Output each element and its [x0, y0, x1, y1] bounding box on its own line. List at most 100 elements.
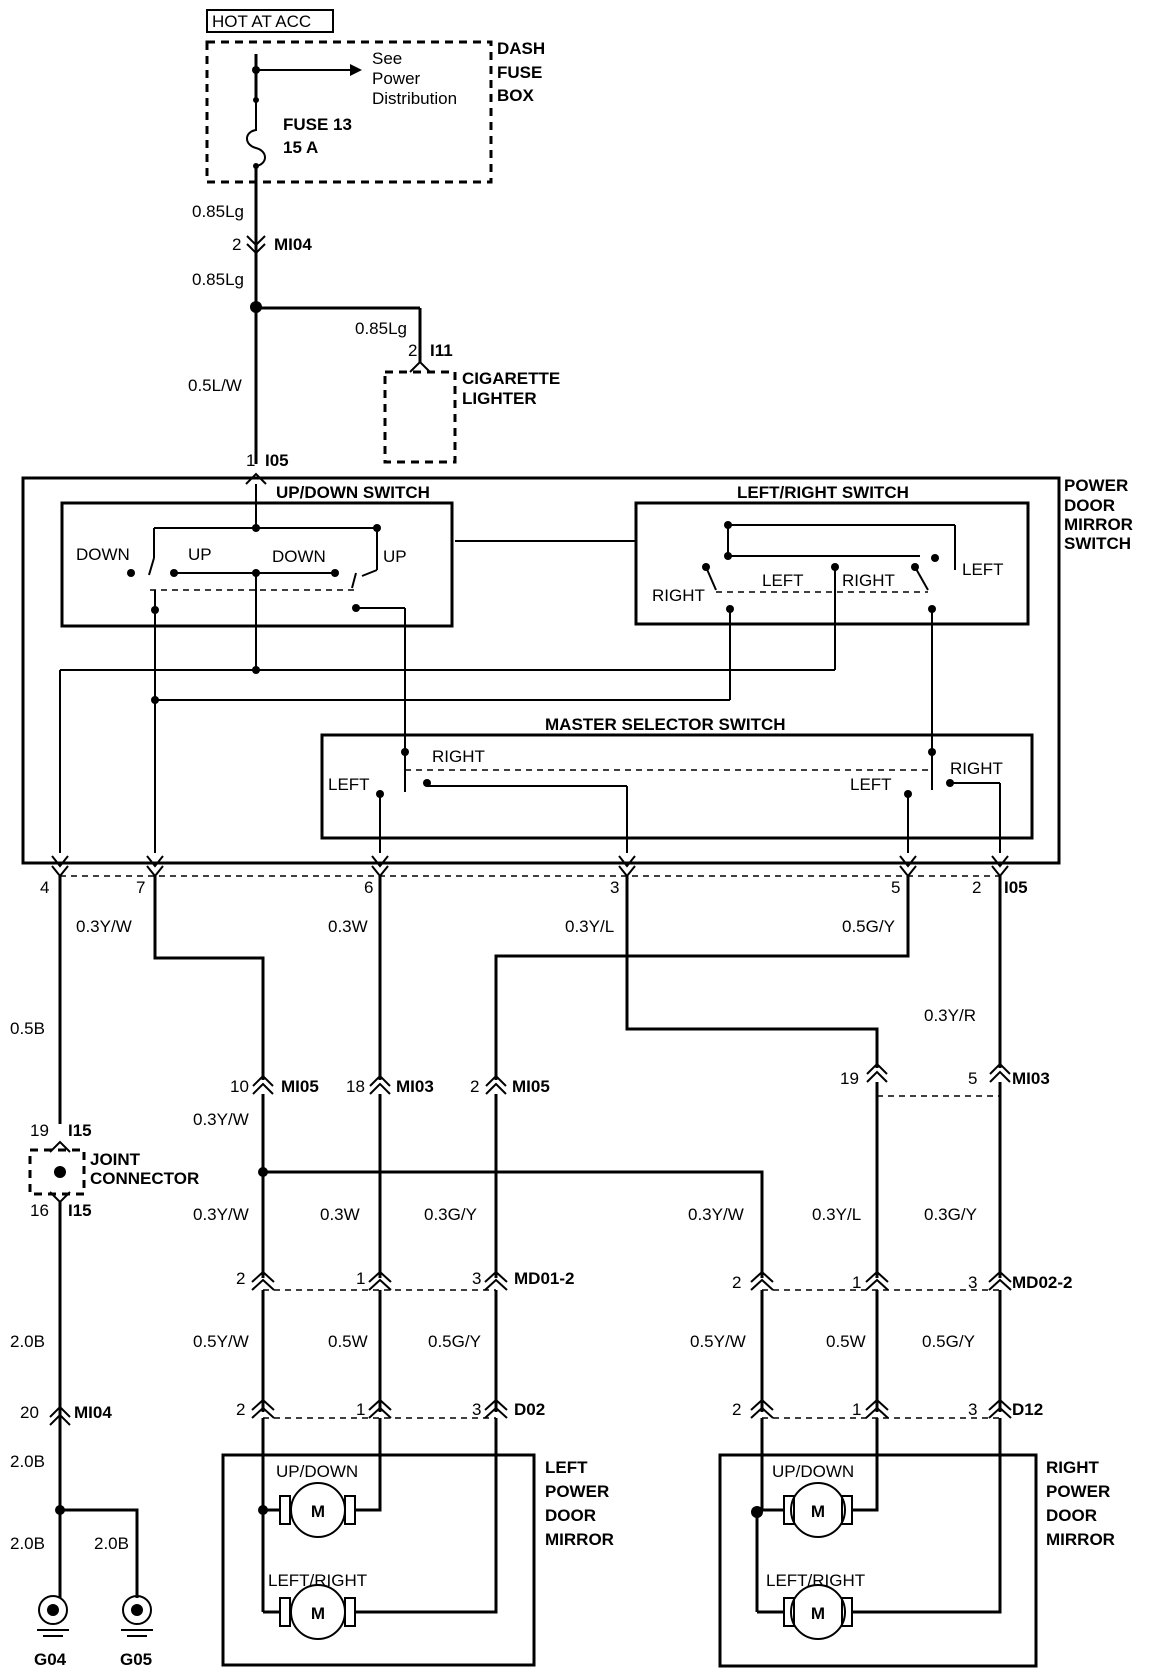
pin-label: 3: [472, 1269, 481, 1288]
pin-label: 3: [472, 1400, 481, 1419]
pin-label: 7: [136, 878, 145, 897]
pin-label: 2: [470, 1077, 479, 1096]
connector-label: I15: [68, 1121, 92, 1140]
right-label: RIGHT: [652, 586, 705, 605]
left-right-motor-label: LEFT/RIGHT: [268, 1571, 367, 1590]
box-label: BOX: [497, 86, 535, 105]
wire-label: 0.5Y/W: [690, 1332, 746, 1351]
motor-label: M: [811, 1502, 825, 1521]
wire-label: 0.3W: [320, 1205, 360, 1224]
connector-label: MD01-2: [514, 1269, 574, 1288]
wire-label: 0.5G/Y: [922, 1332, 975, 1351]
wire-label: 0.3Y/W: [76, 917, 132, 936]
connector-label: MI05: [281, 1077, 319, 1096]
pin-label: 2: [732, 1400, 741, 1419]
down-label: DOWN: [76, 545, 130, 564]
up-label: UP: [383, 547, 407, 566]
pin-label: 16: [30, 1201, 49, 1220]
right-mirror-label: MIRROR: [1046, 1530, 1115, 1549]
distribution-label: Distribution: [372, 89, 457, 108]
wire-label: 2.0B: [10, 1332, 45, 1351]
joint-connector: [28, 1148, 86, 1196]
wire-label: 0.5W: [328, 1332, 368, 1351]
left-right-motor-right-icon: M: [783, 1584, 853, 1640]
dash-label: DASH: [497, 39, 545, 58]
motor-label: M: [811, 1604, 825, 1623]
left-mirror-label: DOOR: [545, 1506, 596, 1525]
wire-label: 0.3G/Y: [924, 1205, 977, 1224]
up-down-switch-label: UP/DOWN SWITCH: [276, 483, 430, 502]
fuse-symbol: [246, 100, 266, 167]
power-door-mirror-switch: [21, 476, 1061, 865]
connector-mi04-lower: [49, 1405, 71, 1426]
switch-label: MIRROR: [1064, 515, 1133, 534]
pin-label: 3: [968, 1400, 977, 1419]
connector-label: MI04: [74, 1403, 112, 1422]
ground-label: G04: [34, 1650, 67, 1669]
left-right-switch-label: LEFT/RIGHT SWITCH: [737, 483, 909, 502]
wire-label: 0.5L/W: [188, 376, 242, 395]
master-selector-switch: [320, 733, 1034, 840]
wire-label: 0.3Y/L: [565, 917, 614, 936]
wire-label: 0.85Lg: [192, 270, 244, 289]
ground-g05-icon: [121, 1595, 153, 1637]
fuse-amps: 15 A: [283, 138, 318, 157]
pin-label: 2: [236, 1400, 245, 1419]
pin-label: 1: [356, 1269, 365, 1288]
connector-label: MD02-2: [1012, 1273, 1072, 1292]
wire-label: 0.5Y/W: [193, 1332, 249, 1351]
left-label: LEFT: [762, 571, 804, 590]
see-label: See: [372, 49, 402, 68]
right-mirror-label: POWER: [1046, 1482, 1110, 1501]
wire-label: 0.3Y/W: [688, 1205, 744, 1224]
wire-label: 0.3W: [328, 917, 368, 936]
right-mirror-label: RIGHT: [1046, 1458, 1100, 1477]
pin-label: 3: [610, 878, 619, 897]
pin-label: 1: [852, 1400, 861, 1419]
wire-label: 0.3Y/L: [812, 1205, 861, 1224]
wire-label: 2.0B: [10, 1534, 45, 1553]
connector-mi04: [246, 235, 266, 255]
connector-label: MI05: [512, 1077, 550, 1096]
cigarette-lighter-label: CIGARETTE: [462, 369, 560, 388]
connector-label: MI04: [274, 235, 312, 254]
dash-fuse-box: [205, 40, 493, 184]
connector-label: MI03: [396, 1077, 434, 1096]
left-right-motor-left-icon: M: [279, 1584, 356, 1640]
right-label: RIGHT: [842, 571, 895, 590]
joint-connector-label: CONNECTOR: [90, 1169, 199, 1188]
pin-label: 2: [408, 341, 417, 360]
cigarette-lighter-label: LIGHTER: [462, 389, 537, 408]
connector-label: I11: [430, 341, 453, 360]
wire-label: 0.5G/Y: [842, 917, 895, 936]
joint-connector-label: JOINT: [90, 1150, 141, 1169]
pin-label: 4: [40, 878, 49, 897]
left-right-motor-label: LEFT/RIGHT: [766, 1571, 865, 1590]
connector-label: I05: [1004, 878, 1028, 897]
wire-label: 0.5W: [826, 1332, 866, 1351]
pin-label: 1: [246, 451, 255, 470]
switch-label: SWITCH: [1064, 534, 1131, 553]
pin-label: 20: [20, 1403, 39, 1422]
ground-label: G05: [120, 1650, 152, 1669]
wire-label: 0.85Lg: [192, 202, 244, 221]
pin-label: 2: [732, 1273, 741, 1292]
power-label: Power: [372, 69, 421, 88]
pin-label: 10: [230, 1077, 249, 1096]
pin-label: 2: [236, 1269, 245, 1288]
connector-label: MI03: [1012, 1069, 1050, 1088]
right-label: RIGHT: [432, 747, 485, 766]
connector-label: D12: [1012, 1400, 1043, 1419]
hot-at-acc-label: HOT AT ACC: [212, 12, 311, 31]
pin-label: 19: [840, 1069, 859, 1088]
wire-label: 0.5B: [10, 1019, 45, 1038]
left-mirror-label: LEFT: [545, 1458, 588, 1477]
fuse-number: FUSE 13: [283, 115, 352, 134]
pin-label: 18: [346, 1077, 365, 1096]
master-selector-label: MASTER SELECTOR SWITCH: [545, 715, 786, 734]
up-down-motor-label: UP/DOWN: [772, 1462, 854, 1481]
pin-label: 3: [968, 1273, 977, 1292]
wire-label: 2.0B: [94, 1534, 129, 1553]
connector-label: I15: [68, 1201, 92, 1220]
connector-label: D02: [514, 1400, 545, 1419]
